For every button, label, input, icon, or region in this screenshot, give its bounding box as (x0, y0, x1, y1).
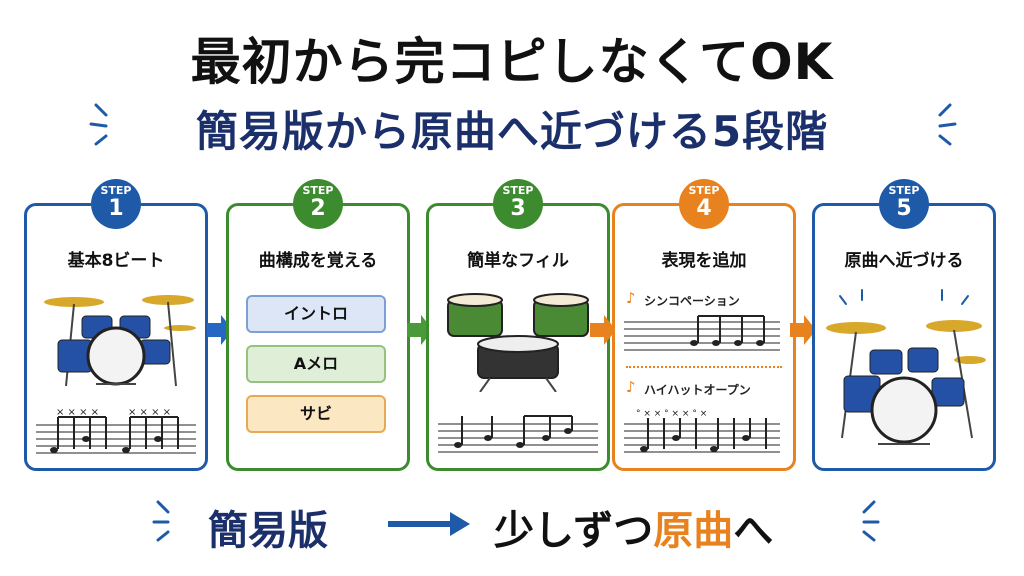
bottom-right-prefix: 少しずつ (494, 508, 654, 554)
arrow-right-icon (590, 315, 616, 345)
bottom-left-text: 簡易版 (208, 508, 328, 554)
step-3-badge: STEP 3 (493, 179, 543, 229)
step-1-title: 基本8ビート (67, 251, 165, 271)
step-2-badge: STEP 2 (293, 179, 343, 229)
drum-set-icon (447, 293, 589, 392)
step-3-title: 簡単なフィル (467, 251, 569, 271)
bottom-right-text: 少しずつ原曲へ (494, 498, 773, 556)
drum-kit-icon (44, 295, 196, 387)
sparkle-icon (862, 500, 880, 542)
bottom-right-suffix: へ (733, 508, 774, 554)
hihat-notation: ° × × ° × × ° × (624, 409, 780, 453)
arrow-right-icon (388, 512, 470, 536)
sparkle-icon (152, 500, 170, 542)
syncopation-label: シンコペーション (644, 294, 740, 308)
step-4-badge: STEP 4 (679, 179, 729, 229)
step-1-badge: STEP 1 (91, 179, 141, 229)
section-a-melo: Aメロ (246, 345, 386, 383)
sparkle-icon (938, 103, 957, 146)
arrow-right-icon (790, 315, 816, 345)
main-title: 最初から完コピしなくてOK (190, 33, 834, 91)
music-note-icon: ♪ (626, 289, 636, 307)
svg-text:° × × ° × × ° ×: ° × × ° × × ° × (636, 409, 707, 419)
drum-notation: × × × × × × × × (36, 407, 196, 454)
fill-notation (438, 415, 598, 453)
sparkle-icon (89, 103, 108, 146)
syncopation-notation (624, 315, 780, 351)
step-5-title: 原曲へ近づける (844, 251, 964, 271)
music-note-icon: ♪ (626, 378, 636, 396)
hihat-open-label: ハイハットオープン (644, 383, 751, 397)
svg-text:× × × ×: × × × × (128, 407, 171, 418)
section-sabi: サビ (246, 395, 386, 433)
divider (626, 366, 782, 368)
step-2-title: 曲構成を覚える (258, 251, 378, 271)
full-drum-kit-icon (826, 289, 986, 445)
bottom-right-highlight: 原曲 (653, 508, 734, 554)
svg-text:× × × ×: × × × × (56, 407, 99, 418)
section-intro: イントロ (246, 295, 386, 333)
step-5-badge: STEP 5 (879, 179, 929, 229)
step-4-title: 表現を追加 (661, 251, 747, 271)
subtitle: 簡易版から原曲へ近づける5段階 (195, 107, 829, 156)
